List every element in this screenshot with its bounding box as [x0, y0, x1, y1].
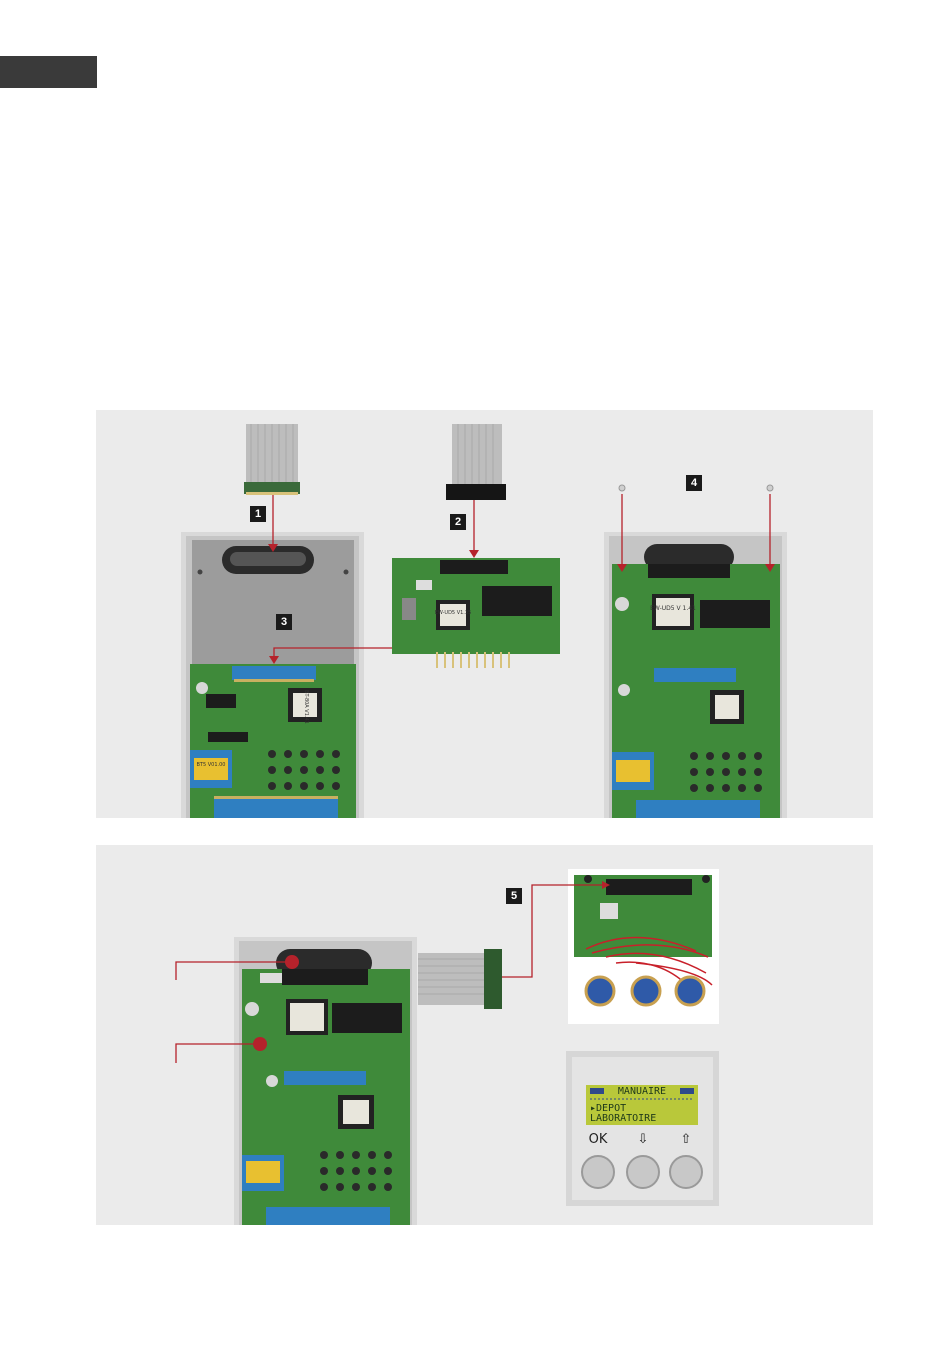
up-knob — [670, 1156, 702, 1188]
header-tab — [0, 56, 97, 88]
control-panel: MANUAIRE ▸DEPOT LABORATOIRE OK ⇩ ⇧ — [566, 1051, 719, 1206]
installation-illustration-top: BT-80A V1.41 BT5 V01.00 EW-UD5 V1.35 — [96, 410, 873, 818]
board-chip-label: BT-80A V1.41 — [303, 690, 309, 724]
module-chip-label: EW-UD5 V1.35 — [435, 610, 472, 616]
lcd-line-3: LABORATOIRE — [590, 1113, 656, 1124]
mounted-module-label: EW-UD5 V 1.41 — [650, 605, 696, 612]
device-assembled — [234, 937, 417, 1225]
installation-panel-top: BT-80A V1.41 BT5 V01.00 EW-UD5 V1.35 — [96, 410, 873, 818]
sticker-label: BT5 V01.00 — [197, 762, 226, 768]
ribbon-cable-2 — [446, 424, 506, 500]
ok-label: OK — [589, 1132, 608, 1147]
lcd-line-1: MANUAIRE — [618, 1086, 666, 1097]
up-arrow-icon: ⇧ — [681, 1132, 692, 1147]
down-knob — [627, 1156, 659, 1188]
device-open-housing: BT-80A V1.41 BT5 V01.00 — [181, 532, 364, 818]
ok-knob — [582, 1156, 614, 1188]
extension-module — [568, 869, 719, 1024]
ribbon-cable-3 — [418, 949, 502, 1009]
step-badge-3: 3 — [276, 614, 292, 630]
step-badge-4: 4 — [686, 475, 702, 491]
down-arrow-icon: ⇩ — [638, 1132, 649, 1147]
step-badge-5: 5 — [506, 888, 522, 904]
ribbon-cable-1 — [244, 424, 300, 495]
interface-module: EW-UD5 V1.35 — [392, 558, 560, 668]
installation-illustration-bottom: MANUAIRE ▸DEPOT LABORATOIRE OK ⇩ ⇧ — [96, 845, 873, 1225]
step-badge-1: 1 — [250, 506, 266, 522]
step-badge-2: 2 — [450, 514, 466, 530]
installation-panel-bottom: MANUAIRE ▸DEPOT LABORATOIRE OK ⇩ ⇧ 5 — [96, 845, 873, 1225]
device-with-module: EW-UD5 V 1.41 — [604, 485, 787, 818]
